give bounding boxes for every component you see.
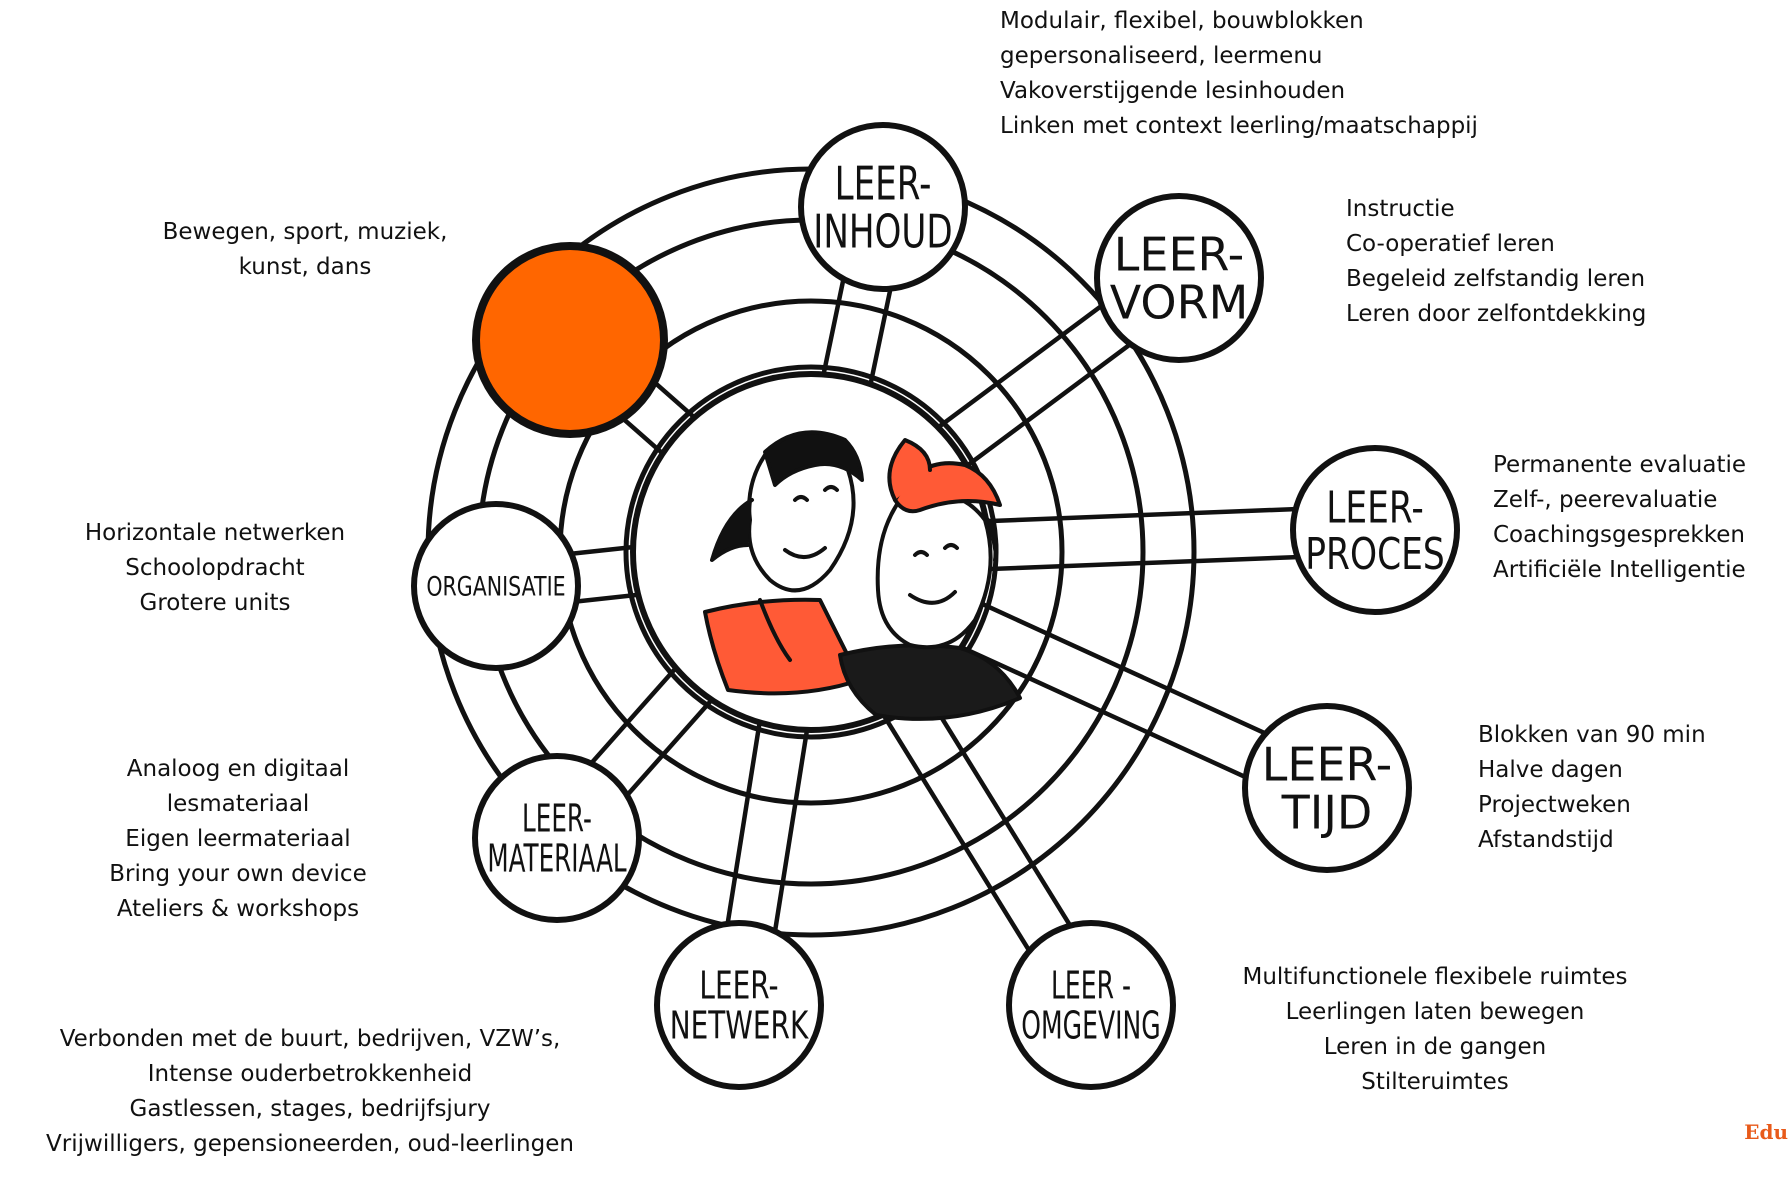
spoke-leervorm <box>966 340 1134 467</box>
node-label-leertijd: LEER-TIJD <box>1262 737 1392 839</box>
node-label-leerproces: LEER-PROCES <box>1305 483 1444 580</box>
spoke-leerproces <box>987 506 1299 524</box>
leernetwerk-description: Verbonden met de buurt, bedrijven, VZW’s… <box>46 1026 574 1157</box>
spoke-leernetwerk <box>725 723 762 927</box>
spoke-leeromgeving <box>882 714 1033 955</box>
node-label-leermateriaal: LEER-MATERIAAL <box>487 796 626 881</box>
spoke-leernetwerk <box>772 731 809 935</box>
node-label-leervorm: LEER-VORM <box>1110 227 1249 329</box>
node-leeromgeving <box>1006 920 1176 1090</box>
spoke-leerproces <box>989 554 1301 572</box>
wheel-spokes <box>568 276 1301 955</box>
node-leerproces <box>1290 445 1460 615</box>
spoke-orange-node <box>650 378 695 419</box>
two-students-icon <box>703 430 1022 721</box>
spoke-leertijd <box>981 602 1269 737</box>
spoke-leeromgeving <box>923 689 1074 929</box>
node-label-organisatie: ORGANISATIE <box>426 571 565 603</box>
spoke-organisatie <box>573 592 637 604</box>
node-label-leeromgeving: LEER -OMGEVING <box>1021 963 1160 1048</box>
orange-node-description: Bewegen, sport, muziek,kunst, dans <box>162 219 448 280</box>
node-leertijd <box>1242 703 1412 873</box>
spoke-leerinhoud <box>821 276 847 374</box>
spoke-leerinhoud <box>868 285 894 384</box>
spoke-leervorm <box>938 302 1106 429</box>
spoke-organisatie <box>568 545 632 557</box>
brand-mark: Edu <box>1744 1120 1788 1144</box>
wheel-nodes: LEER-INHOUD LEER-VORM LEER-PROCES LEER-TIJD… <box>411 122 1460 1090</box>
spoke-leermateriaal <box>587 667 677 767</box>
node-organisatie <box>411 501 581 671</box>
node-label-leernetwerk: LEER-NETWERK <box>670 963 809 1047</box>
spoke-leermateriaal <box>623 699 713 799</box>
node-leerinhoud <box>798 122 968 292</box>
node-leernetwerk <box>654 920 824 1090</box>
node-leermateriaal <box>472 753 642 923</box>
node-label-leerinhoud: LEER-INHOUD <box>813 156 952 259</box>
node-orange-node <box>472 242 668 438</box>
node-leervorm <box>1094 193 1264 363</box>
spoke-orange-node <box>618 414 663 455</box>
spoke-leertijd <box>961 645 1249 781</box>
